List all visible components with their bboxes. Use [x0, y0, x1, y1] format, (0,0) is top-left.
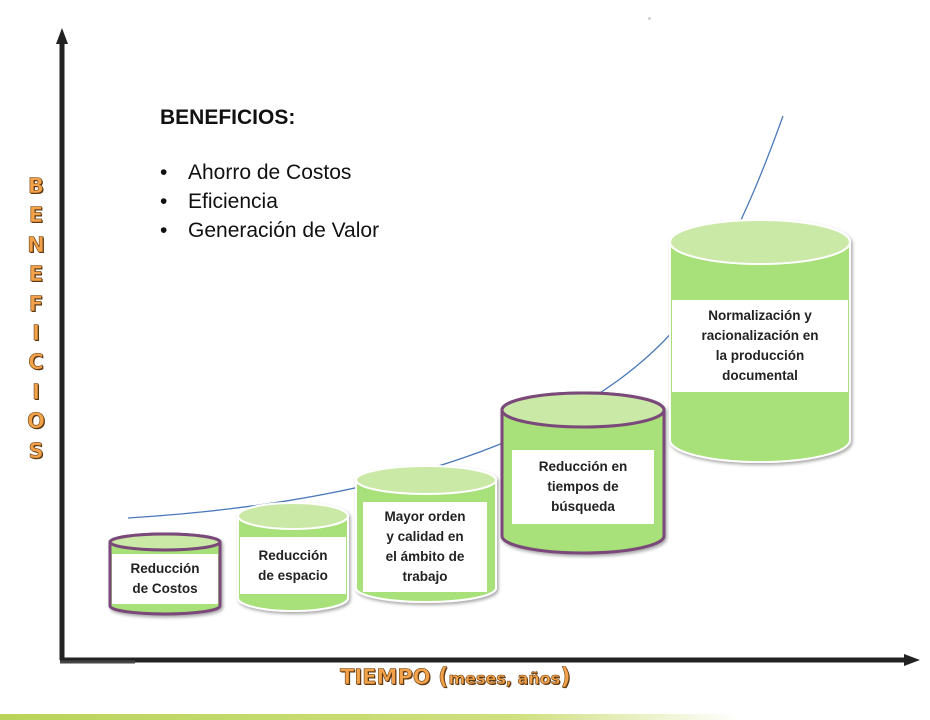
y-label-letter: O: [27, 409, 45, 434]
x-label-open-paren: (: [437, 664, 449, 691]
label-line: Reducción en: [538, 459, 628, 474]
y-label-letter: B: [27, 174, 45, 199]
x-axis-label: TIEMPO (meses, años): [340, 664, 571, 691]
label-line: Mayor orden: [384, 509, 466, 524]
decorative-dot: [648, 17, 651, 20]
y-axis-arrowhead: [56, 28, 68, 44]
label-line: el ámbito de: [385, 549, 465, 564]
y-axis-label: B E N E F I C I O S: [22, 172, 50, 466]
cylinder-label-orden: Mayor orden y calidad en el ámbito de traba…: [363, 502, 487, 592]
cylinder-label-costos: Reducción de Costos: [112, 554, 218, 604]
label-line: Reducción: [258, 547, 328, 563]
x-label-close-paren: ): [560, 664, 571, 691]
benefits-title: BENEFICIOS:: [160, 106, 296, 129]
label-line: búsqueda: [551, 499, 615, 514]
label-line: Reducción: [130, 561, 200, 576]
y-label-letter: N: [27, 232, 45, 258]
benefit-item: Eficiencia: [160, 187, 480, 216]
label-line: documental: [722, 368, 798, 383]
x-axis-arrowhead: [904, 654, 920, 666]
y-label-letter: E: [28, 262, 44, 287]
x-label-sub: meses, años: [448, 669, 561, 689]
y-label-letter: S: [28, 438, 44, 463]
cylinder-label-espacio: Reducción de espacio: [240, 537, 346, 594]
y-label-letter: F: [28, 291, 44, 316]
benefits-list: Ahorro de Costos Eficiencia Generación d…: [160, 158, 480, 245]
y-label-letter: I: [32, 379, 40, 405]
footer-accent-bar: [0, 714, 740, 720]
cylinder-label-normalizacion: Normalización y racionalización en la prod…: [672, 300, 848, 392]
label-line: tiempos de: [547, 479, 619, 494]
y-label-letter: C: [28, 350, 44, 375]
label-line: racionalización en: [701, 328, 819, 343]
x-label-main: TIEMPO: [340, 665, 431, 690]
growth-curve: [127, 115, 784, 519]
benefit-item: Generación de Valor: [160, 216, 480, 245]
label-line: trabajo: [402, 569, 448, 584]
cylinder-label-tiempos: Reducción en tiempos de búsqueda: [512, 450, 654, 524]
benefit-item: Ahorro de Costos: [160, 158, 480, 187]
label-line: de espacio: [258, 567, 328, 583]
label-line: de Costos: [132, 581, 198, 596]
label-line: la producción: [715, 348, 805, 363]
label-line: Normalización y: [708, 308, 812, 323]
benefits-box: BENEFICIOS: Ahorro de Costos Eficiencia …: [160, 106, 480, 245]
y-label-letter: I: [32, 321, 40, 346]
label-line: y calidad en: [386, 529, 464, 544]
y-label-letter: E: [28, 203, 44, 228]
